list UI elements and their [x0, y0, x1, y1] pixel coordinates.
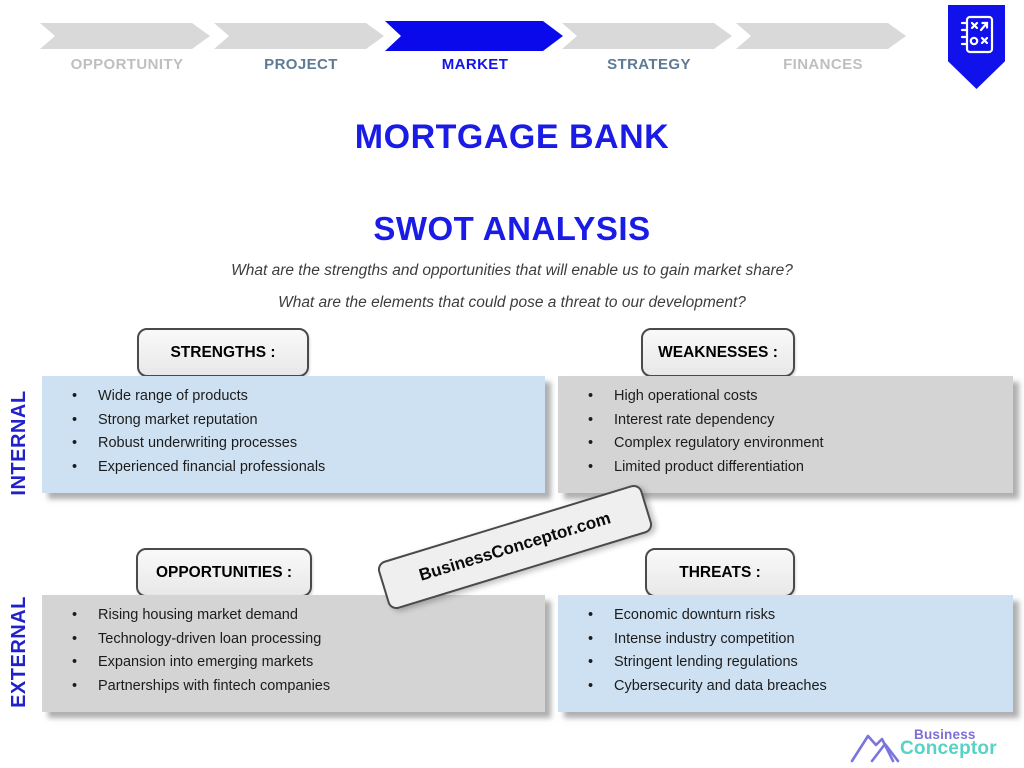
opportunities-header: OPPORTUNITIES :	[136, 548, 312, 597]
step-chevron-strategy	[562, 23, 732, 49]
weaknesses-box: High operational costsInterest rate depe…	[558, 376, 1013, 493]
step-label-finances: FINANCES	[783, 56, 863, 73]
strengths-header: STRENGTHS :	[137, 328, 309, 377]
weaknesses-list: High operational costsInterest rate depe…	[558, 376, 1013, 479]
bookmark-ribbon	[948, 5, 1005, 89]
opportunities-box: Rising housing market demandTechnology-d…	[42, 595, 545, 712]
logo-text-business: Business	[914, 727, 976, 742]
bullet-item: Limited product differentiation	[588, 456, 1005, 480]
step-label-strategy: STRATEGY	[607, 56, 691, 73]
strategy-board-icon	[960, 15, 993, 54]
step-chevron-market-active	[385, 21, 563, 51]
bullet-item: Wide range of products	[72, 385, 537, 409]
bullet-item: Expansion into emerging markets	[72, 651, 537, 675]
business-conceptor-logo: Business Conceptor	[850, 727, 1016, 765]
strengths-list: Wide range of productsStrong market repu…	[42, 376, 545, 479]
weaknesses-header: WEAKNESSES :	[641, 328, 795, 377]
logo-text-conceptor: Conceptor	[900, 738, 997, 759]
step-chevron-project	[214, 23, 384, 49]
bullet-item: Robust underwriting processes	[72, 432, 537, 456]
bullet-item: Complex regulatory environment	[588, 432, 1005, 456]
bullet-item: Intense industry competition	[588, 628, 1005, 652]
page-subtitle: SWOT ANALYSIS	[373, 210, 651, 247]
strengths-box: Wide range of productsStrong market repu…	[42, 376, 545, 493]
bullet-item: Rising housing market demand	[72, 604, 537, 628]
axis-label-external: EXTERNAL	[8, 596, 30, 708]
bullet-item: High operational costs	[588, 385, 1005, 409]
axis-label-internal: INTERNAL	[8, 390, 30, 496]
bullet-item: Interest rate dependency	[588, 409, 1005, 433]
step-label-project: PROJECT	[264, 56, 338, 73]
bullet-item: Cybersecurity and data breaches	[588, 675, 1005, 699]
step-label-market: MARKET	[441, 56, 509, 73]
watermark-banner: BusinessConceptor.com	[375, 482, 655, 612]
bullet-item: Technology-driven loan processing	[72, 628, 537, 652]
threats-list: Economic downturn risksIntense industry …	[558, 595, 1013, 698]
bullet-item: Partnerships with fintech companies	[72, 675, 537, 699]
question-line-1: What are the strengths and opportunities…	[231, 262, 793, 279]
mountains-icon	[850, 734, 900, 763]
threats-header: THREATS :	[645, 548, 795, 597]
bullet-item: Economic downturn risks	[588, 604, 1005, 628]
step-label-opportunity: OPPORTUNITY	[70, 56, 184, 73]
page-title: MORTGAGE BANK	[354, 118, 670, 156]
bullet-item: Stringent lending regulations	[588, 651, 1005, 675]
bullet-item: Experienced financial professionals	[72, 456, 537, 480]
threats-box: Economic downturn risksIntense industry …	[558, 595, 1013, 712]
step-chevron-finances	[736, 23, 906, 49]
bullet-item: Strong market reputation	[72, 409, 537, 433]
question-line-2: What are the elements that could pose a …	[278, 294, 746, 311]
opportunities-list: Rising housing market demandTechnology-d…	[42, 595, 545, 698]
step-chevron-opportunity	[40, 23, 210, 49]
